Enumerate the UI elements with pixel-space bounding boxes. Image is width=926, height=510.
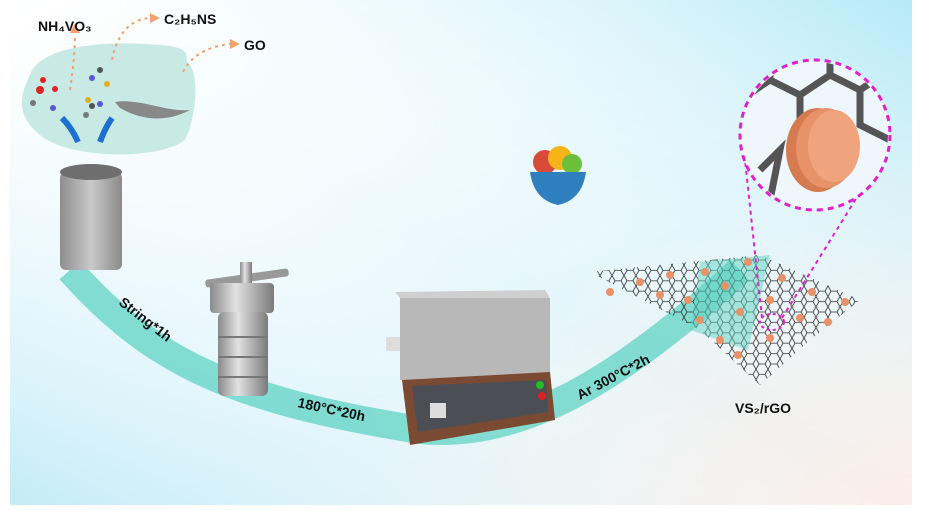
tube-furnace-icon [386,290,555,445]
reagent-nh4vo3: NH₄VO₃ [38,18,92,34]
vs2-rgo-sheet [590,255,860,385]
graphene-oxide-sheet-icon [115,101,190,119]
vs2-particle-icon [606,258,849,359]
fruit-bowl-icon [530,146,586,205]
arrow-down-icon [97,116,115,144]
precursor-solution [21,43,196,155]
molecule-icon [30,67,110,118]
dashed-arrow-icon [69,34,76,91]
product-label: VS₂/rGO [735,400,791,416]
vs2-nanosheet-icon [786,108,860,192]
teflon-liner-icon [60,164,122,270]
reagent-c2h5ns: C₂H₅NS [164,11,216,27]
magnified-view [738,58,892,212]
arrow-down-icon [59,115,81,144]
autoclave-icon [205,262,289,396]
reagent-go: GO [244,37,266,53]
